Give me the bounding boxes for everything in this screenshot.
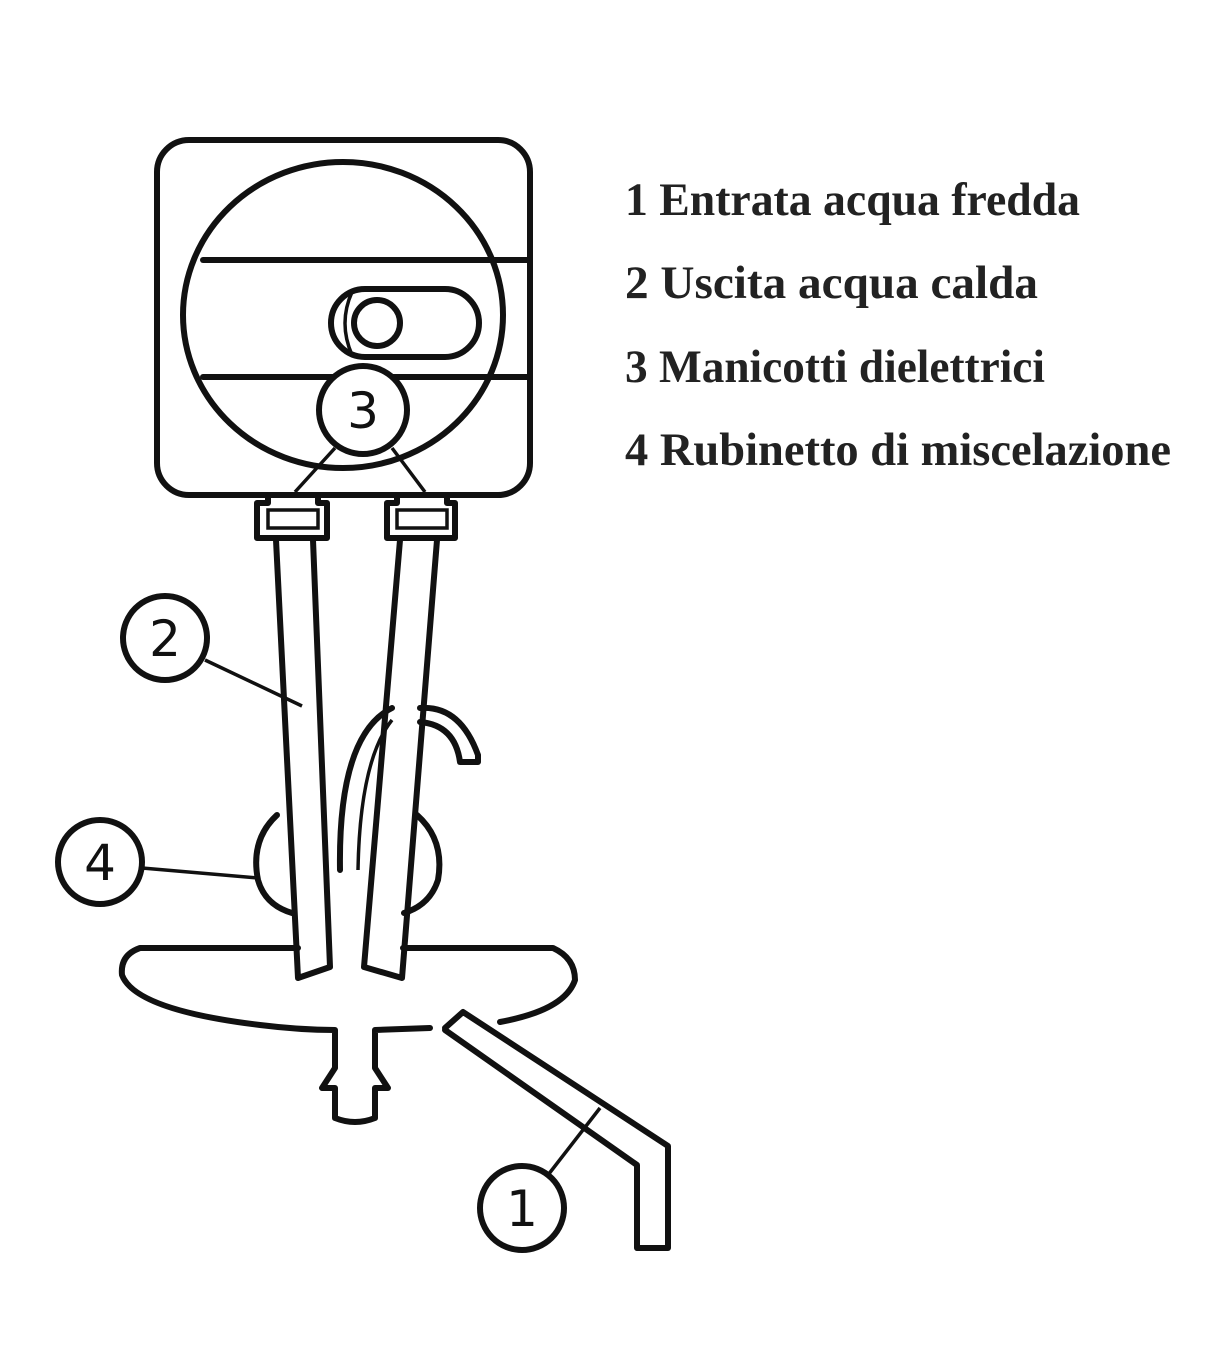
legend: 1 Entrata acqua fredda 2 Uscita acqua ca… [625,174,1171,476]
sink-basin-right [400,945,578,1025]
callout-circle [316,363,410,457]
mixer-handle-right [401,812,443,916]
callout-circle [55,817,145,907]
callout-circle [120,593,210,683]
hoses [273,537,440,981]
switch-slot-inner [343,291,354,356]
legend-item-4: 4 Rubinetto di miscelazione [625,424,1171,476]
hot-water-hose [273,537,333,981]
callouts: 3 2 4 1 [55,363,602,1253]
spout-left-edge [336,705,395,873]
leader-line-3a [293,446,337,494]
callout-number: 4 [84,834,116,892]
legend-item-2: 2 Uscita acqua calda [625,257,1038,309]
switch-knob [351,297,403,349]
leader-line-3b [390,446,427,494]
callout-circle [477,1163,567,1253]
callout-number: 3 [347,382,379,440]
legend-item-1: 1 Entrata acqua fredda [625,174,1080,226]
switch-slot [328,286,482,360]
inlet-pipe [442,1009,671,1251]
leader-line-2 [204,658,303,708]
heater-dial [180,159,506,471]
callout-3: 3 [316,363,410,457]
callout-number: 2 [149,610,181,668]
heater-casing [154,137,533,498]
mixing-tap [253,704,481,916]
fitting-left-inner [266,508,320,530]
cold-water-hose [361,537,440,981]
fitting-right-inner [395,508,449,530]
sink [118,945,578,1125]
dielectric-fittings [254,446,458,541]
cold-water-inlet-pipe [442,1009,671,1251]
leader-line-4 [141,866,259,880]
mixer-handle-left [253,812,295,916]
callout-number: 1 [506,1180,538,1238]
sink-basin-left [118,945,433,1125]
callout-2: 2 [120,593,303,708]
spout-inner [356,718,394,871]
spout-tip [417,704,481,765]
callout-4: 4 [55,817,259,907]
leader-line-1 [546,1106,602,1177]
callout-1: 1 [477,1106,602,1253]
legend-item-3: 3 Manicotti dielettrici [625,341,1045,393]
